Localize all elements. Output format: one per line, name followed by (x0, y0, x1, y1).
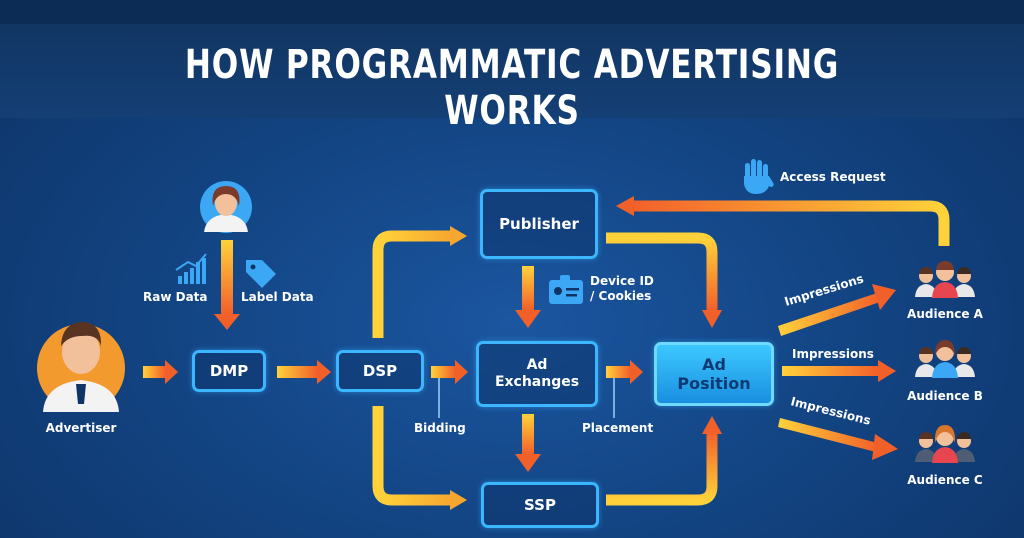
device-id-label: Device ID / Cookies (590, 274, 654, 303)
impressions-c-label: Impressions (789, 394, 872, 427)
arrow-exchanges-ssp (515, 414, 541, 472)
impressions-b-label: Impressions (792, 347, 874, 361)
device-id-card-icon (549, 275, 583, 304)
arrow-exchanges-adposition (606, 360, 643, 418)
audience-b-icon (915, 340, 975, 378)
arrow-dsp-exchanges (431, 360, 468, 418)
audience-a-label: Audience A (907, 307, 983, 321)
arrow-publisher-adposition (606, 232, 718, 310)
arrow-impressions-b (782, 360, 896, 382)
arrow-impressions-a (778, 284, 896, 336)
advertiser-avatar (37, 322, 125, 412)
publisher-node: Publisher (480, 189, 598, 259)
access-request-label: Access Request (780, 170, 886, 184)
arrow-advertiser-dmp (143, 360, 178, 384)
access-request-hand-icon (744, 159, 774, 194)
audience-c-icon (915, 425, 975, 463)
data-user-avatar (200, 181, 252, 233)
arrow-access-request (632, 200, 950, 246)
ad-position-node: Ad Position (654, 342, 774, 406)
dmp-node: DMP (192, 350, 266, 392)
arrow-dsp-publisher (372, 230, 452, 338)
arrow-ssp-adposition (606, 432, 718, 506)
label-data-tag-icon (246, 260, 276, 288)
audience-b-label: Audience B (907, 389, 983, 403)
raw-data-chart-icon (175, 253, 207, 284)
audience-c-label: Audience C (907, 473, 983, 487)
placement-label: Placement (582, 421, 654, 435)
arrow-impressions-c (778, 418, 898, 460)
arrow-dmp-dsp (277, 360, 331, 384)
arrow-publisher-exchanges (515, 266, 541, 328)
arrow-data-dmp (214, 240, 240, 330)
title-banner: HOW PROGRAMMATIC ADVERTISING WORKS (0, 0, 1024, 134)
arrow-dsp-ssp (372, 406, 452, 506)
dsp-node: DSP (336, 350, 424, 392)
audience-a-icon (915, 261, 975, 298)
bidding-label: Bidding (414, 421, 466, 435)
ad-exchanges-node: Ad Exchanges (476, 341, 598, 407)
page-title: HOW PROGRAMMATIC ADVERTISING WORKS (184, 42, 840, 134)
label-data-label: Label Data (241, 290, 314, 304)
ssp-node: SSP (481, 482, 599, 528)
raw-data-label: Raw Data (143, 290, 208, 304)
advertiser-label: Advertiser (45, 421, 117, 435)
